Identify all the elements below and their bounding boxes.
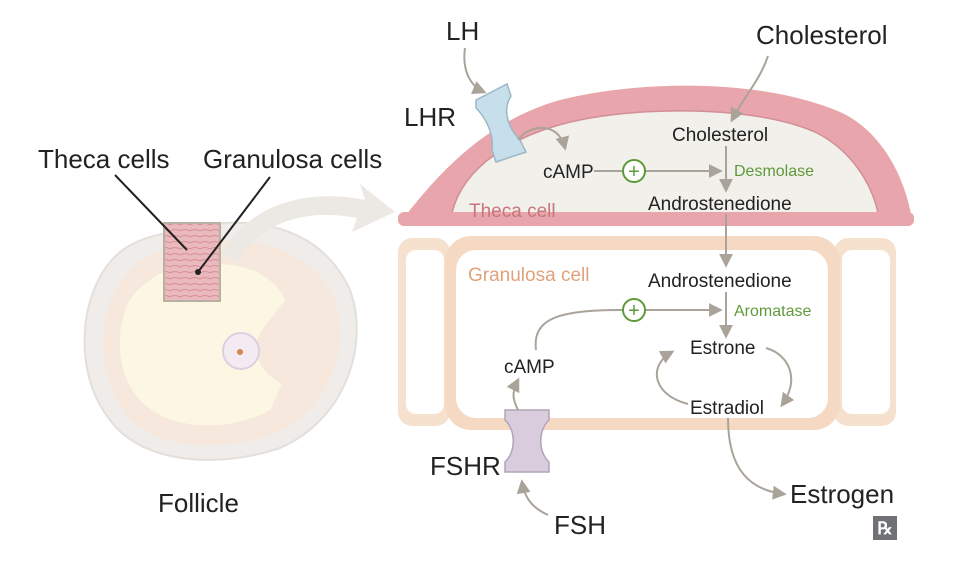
plus-sign-theca: + <box>628 161 640 183</box>
theca-cell-label: Theca cell <box>469 201 556 222</box>
cholesterol-entry-arrow <box>730 55 769 123</box>
estrogen-label: Estrogen <box>790 479 894 509</box>
theca-leader-line <box>114 174 188 251</box>
follicle-antrum <box>119 263 285 426</box>
estradiol-to-estrone-arrow <box>655 350 689 405</box>
lhr-camp-arrow <box>517 126 570 151</box>
estradiol-label: Estradiol <box>690 398 764 419</box>
fsh-arrow <box>516 479 549 516</box>
pathway-arrows <box>463 47 795 516</box>
plus-sign-granulosa: + <box>628 300 640 322</box>
oocyte-nucleus <box>237 349 243 355</box>
theca-base <box>398 212 914 226</box>
cell-layers <box>398 85 914 430</box>
rx-logo-icon: ℞ <box>873 516 897 540</box>
granulosa-side-cell-left-inner <box>406 250 444 414</box>
androstenedione-theca-label: Androstenedione <box>648 194 792 215</box>
estrone-to-estradiol-arrow <box>765 347 795 408</box>
aromatase-label: Aromatase <box>734 303 811 320</box>
fshr-label: FSHR <box>430 451 501 481</box>
camp-theca-label: cAMP <box>543 162 594 183</box>
fshr-receptor <box>504 409 550 473</box>
camp-granulosa-to-aromatase-arrow <box>534 303 723 351</box>
granulosa-leader-line <box>197 176 271 273</box>
camp-granulosa-label: cAMP <box>504 357 555 378</box>
desmolase-label: Desmolase <box>734 163 814 180</box>
granulosa-cell-label: Granulosa cell <box>468 265 589 286</box>
zoom-arrow <box>222 184 395 262</box>
follicle-illustration <box>83 174 395 461</box>
lh-arrow <box>463 47 487 95</box>
theca-cells-label: Theca cells <box>38 144 170 174</box>
lhr-receptor <box>475 82 528 163</box>
granulosa-leader-dot <box>195 269 201 275</box>
cholesterol-outside-label: Cholesterol <box>756 20 888 50</box>
rx-logo-text: ℞ <box>877 519 892 538</box>
cholesterol-inside-label: Cholesterol <box>672 125 768 146</box>
stimulation-plus-theca: + <box>622 159 646 183</box>
lh-label: LH <box>446 16 479 46</box>
fsh-label: FSH <box>554 510 606 540</box>
estradiol-to-estrogen-arrow <box>727 417 787 500</box>
granulosa-cell-body <box>456 250 828 418</box>
estrone-label: Estrone <box>690 338 755 359</box>
follicle-label: Follicle <box>158 488 239 518</box>
granulosa-cells-label: Granulosa cells <box>203 144 382 174</box>
androstenedione-granulosa-label: Androstenedione <box>648 271 792 292</box>
fshr-camp-arrow <box>506 377 520 411</box>
granulosa-side-cell-right-inner <box>842 250 890 414</box>
lhr-label: LHR <box>404 102 456 132</box>
stimulation-plus-granulosa: + <box>622 298 646 322</box>
